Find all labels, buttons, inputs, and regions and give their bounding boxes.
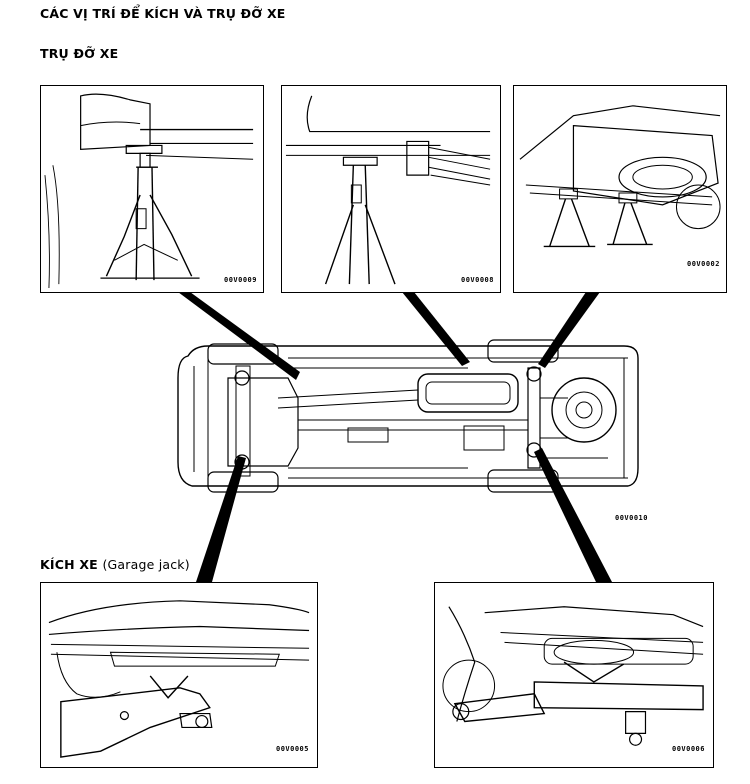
jack-left-drawing <box>41 583 317 767</box>
stand-middle-drawing <box>282 86 500 292</box>
jack-heading-note: (Garage jack) <box>102 557 190 572</box>
stand-figure-left: 00V0009 <box>40 85 264 293</box>
jack-heading-text: KÍCH XE <box>40 557 98 572</box>
stand-middle-code: 00V0008 <box>460 276 494 284</box>
stand-figure-middle: 00V0008 <box>281 85 501 293</box>
jack-left-code: 00V0005 <box>275 745 309 753</box>
stands-heading: TRỤ ĐỠ XE <box>40 46 118 61</box>
jack-right-drawing <box>435 583 713 767</box>
stand-left-drawing <box>41 86 263 292</box>
vehicle-underbody-figure: 00V0010 <box>168 338 647 522</box>
underbody-code: 00V0010 <box>614 514 648 522</box>
jack-figure-left: 00V0005 <box>40 582 318 768</box>
stand-right-code: 00V0002 <box>686 260 720 268</box>
jack-right-code: 00V0006 <box>671 745 705 753</box>
stand-figure-right: 00V0002 <box>513 85 727 293</box>
page-title-text: CÁC VỊ TRÍ ĐỂ KÍCH VÀ TRỤ ĐỠ XE <box>40 6 286 21</box>
page-title: CÁC VỊ TRÍ ĐỂ KÍCH VÀ TRỤ ĐỠ XE <box>40 6 286 21</box>
stands-heading-text: TRỤ ĐỠ XE <box>40 46 119 61</box>
underbody-drawing <box>168 338 644 500</box>
stand-right-drawing <box>514 86 726 292</box>
jack-figure-right: 00V0006 <box>434 582 714 768</box>
stand-left-code: 00V0009 <box>223 276 257 284</box>
jack-heading: KÍCH XE (Garage jack) <box>40 557 190 572</box>
